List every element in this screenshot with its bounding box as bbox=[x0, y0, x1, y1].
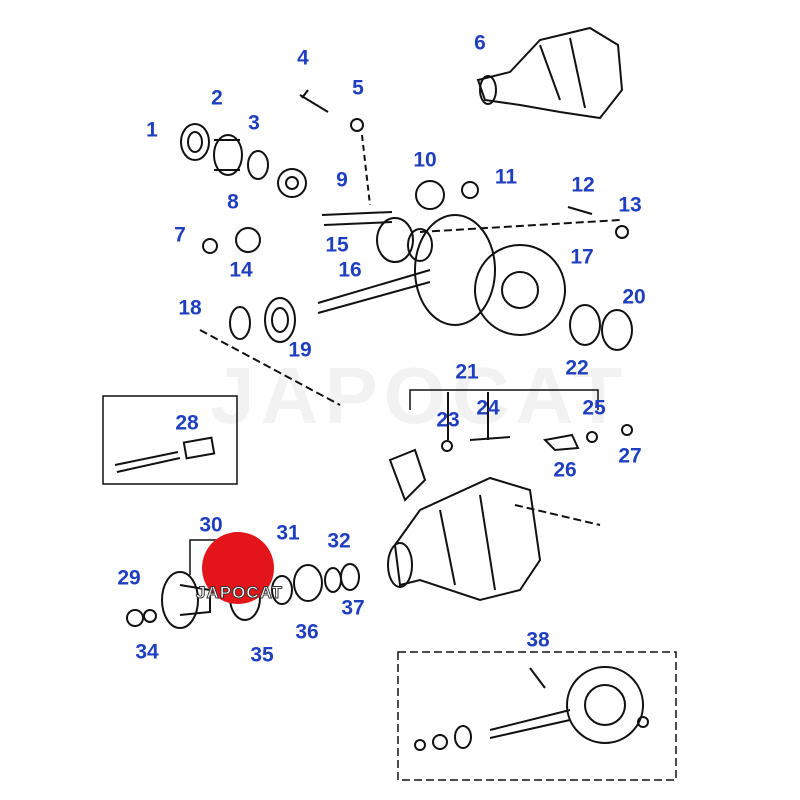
callout-15[interactable]: 15 bbox=[325, 233, 349, 257]
callout-12[interactable]: 12 bbox=[571, 173, 595, 197]
callout-21[interactable]: 21 bbox=[455, 360, 479, 384]
callout-24[interactable]: 24 bbox=[476, 396, 500, 420]
callout-13[interactable]: 13 bbox=[618, 193, 642, 217]
washer-part bbox=[350, 118, 364, 132]
callout-19[interactable]: 19 bbox=[288, 338, 312, 362]
callout-38[interactable]: 38 bbox=[526, 628, 550, 652]
callout-8[interactable]: 8 bbox=[227, 190, 239, 214]
callout-7[interactable]: 7 bbox=[174, 223, 186, 247]
callout-10[interactable]: 10 bbox=[413, 148, 437, 172]
callout-2[interactable]: 2 bbox=[211, 86, 223, 110]
japocat-logo bbox=[202, 532, 274, 604]
callout-4[interactable]: 4 bbox=[297, 46, 309, 70]
watermark: JAPOCAT bbox=[210, 351, 629, 440]
callout-17[interactable]: 17 bbox=[570, 245, 594, 269]
carrier-assembly-part bbox=[476, 26, 624, 120]
callout-30[interactable]: 30 bbox=[199, 513, 223, 537]
callout-26[interactable]: 26 bbox=[553, 458, 577, 482]
callout-25[interactable]: 25 bbox=[582, 396, 606, 420]
callout-37[interactable]: 37 bbox=[341, 596, 365, 620]
callout-3[interactable]: 3 bbox=[248, 111, 260, 135]
bolt-part bbox=[299, 89, 329, 113]
callout-16[interactable]: 16 bbox=[338, 258, 362, 282]
callout-35[interactable]: 35 bbox=[250, 643, 274, 667]
callout-28[interactable]: 28 bbox=[175, 411, 199, 435]
callout-20[interactable]: 20 bbox=[622, 285, 646, 309]
callout-23[interactable]: 23 bbox=[436, 408, 460, 432]
callout-36[interactable]: 36 bbox=[295, 620, 319, 644]
callout-29[interactable]: 29 bbox=[117, 566, 141, 590]
callout-1[interactable]: 1 bbox=[146, 118, 158, 142]
callout-31[interactable]: 31 bbox=[276, 521, 300, 545]
callout-18[interactable]: 18 bbox=[178, 296, 202, 320]
differential-case-part bbox=[317, 214, 566, 336]
logo-text: JAPOCAT bbox=[196, 583, 283, 603]
callout-32[interactable]: 32 bbox=[327, 529, 351, 553]
callout-9[interactable]: 9 bbox=[336, 168, 348, 192]
differential-housing-part bbox=[387, 476, 542, 602]
callout-6[interactable]: 6 bbox=[474, 31, 486, 55]
bearing-part bbox=[180, 123, 307, 198]
callout-34[interactable]: 34 bbox=[135, 640, 159, 664]
callout-5[interactable]: 5 bbox=[352, 76, 364, 100]
callout-27[interactable]: 27 bbox=[618, 444, 642, 468]
callout-14[interactable]: 14 bbox=[229, 258, 253, 282]
callout-22[interactable]: 22 bbox=[565, 356, 589, 380]
callout-11[interactable]: 11 bbox=[494, 165, 518, 189]
